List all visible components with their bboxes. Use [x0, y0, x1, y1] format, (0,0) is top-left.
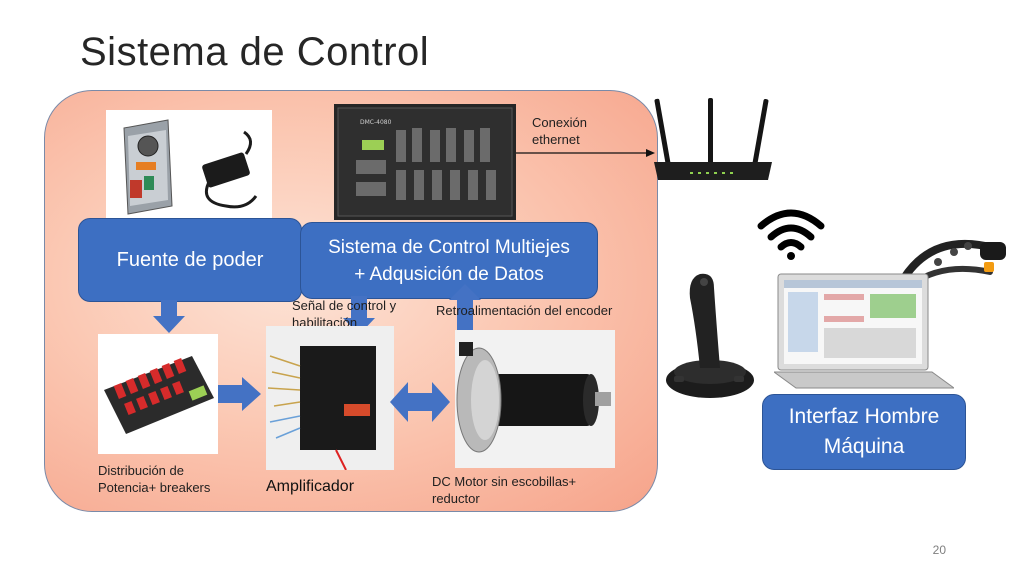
distribution-label: Distribución de Potencia+ breakers — [98, 462, 210, 496]
encoder-feedback-label: Retroalimentación del encoder — [436, 303, 613, 318]
ethernet-label: Conexión ethernet — [532, 114, 587, 148]
power-supply-photo — [106, 110, 272, 220]
power-supply-box: Fuente de poder — [78, 218, 302, 302]
distribution-label-line1: Distribución de — [98, 463, 184, 478]
motor-label-line2: reductor — [432, 491, 480, 506]
power-distribution-photo — [98, 334, 218, 454]
hmi-box-line1: Interfaz Hombre — [788, 405, 940, 428]
ethernet-connection-arrow — [516, 149, 655, 157]
ethernet-label-line2: ethernet — [532, 132, 580, 147]
amplifier-illustration — [267, 346, 376, 470]
hmi-box-line2: Máquina — [823, 435, 905, 458]
slide-title: Sistema de Control — [80, 30, 430, 74]
page-number: 20 — [932, 543, 946, 557]
motor-label: DC Motor sin escobillas+ reductor — [432, 473, 576, 507]
joystick-icon — [666, 273, 754, 398]
motor-illustration — [456, 342, 611, 453]
power-supply-box-label: Fuente de poder — [116, 248, 264, 271]
controller-model-label: DMC-4080 — [360, 119, 392, 126]
motion-controller-photo: DMC-4080 — [334, 104, 516, 220]
multiaxis-control-line1: Sistema de Control Multiejes — [328, 236, 570, 258]
distribution-label-line2: Potencia+ breakers — [98, 480, 211, 495]
distribution-to-amplifier-arrow — [218, 377, 261, 411]
amplifier-photo — [266, 326, 394, 470]
power-to-distribution-arrow — [153, 300, 185, 333]
power-supply-illustration — [123, 119, 258, 215]
control-to-amplifier-arrow — [343, 296, 375, 335]
laptop-icon — [774, 273, 954, 389]
motion-controller-illustration: DMC-4080 — [337, 107, 513, 217]
motor-label-line1: DC Motor sin escobillas+ — [432, 474, 577, 489]
control-signal-line1: Señal de control y — [292, 298, 397, 313]
power-distribution-illustration — [104, 356, 214, 434]
amplifier-motor-double-arrow — [390, 382, 450, 422]
motor-photo — [455, 330, 615, 468]
multiaxis-control-line2: + Adqusición de Datos — [354, 263, 544, 285]
ethernet-label-line1: Conexión — [532, 115, 587, 130]
wifi-icon — [757, 209, 825, 260]
amplifier-label: Amplificador — [266, 478, 355, 495]
hmi-box: Interfaz Hombre Máquina — [762, 394, 966, 470]
encoder-feedback-arrow — [449, 284, 481, 345]
router-icon — [654, 98, 772, 180]
multiaxis-control-box: Sistema de Control Multiejes + Adqusició… — [300, 222, 598, 299]
